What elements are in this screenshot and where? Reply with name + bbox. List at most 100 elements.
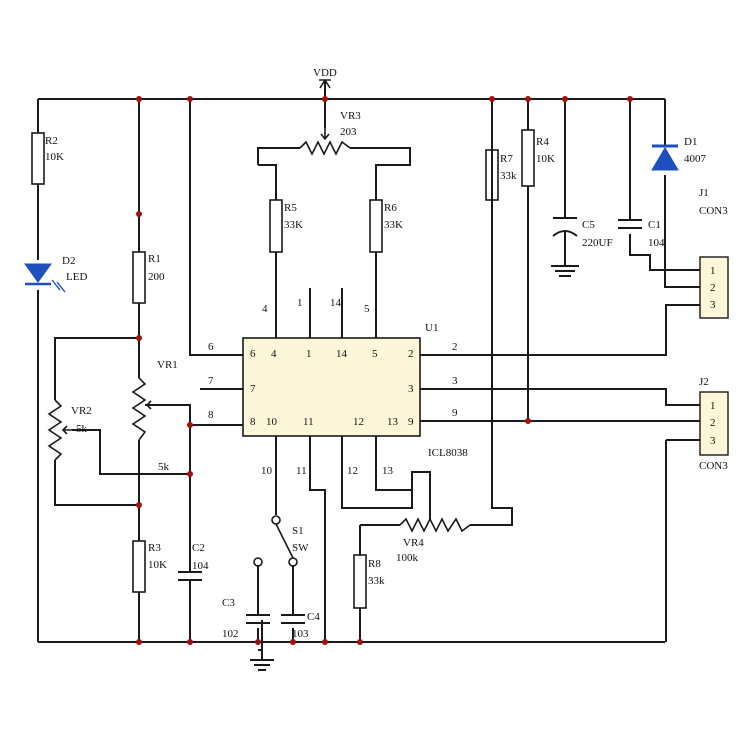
junction-dot xyxy=(255,639,261,645)
vdd-symbol: VDD xyxy=(313,67,337,89)
connector-j2: J2 CON3 1 2 3 xyxy=(699,376,729,472)
junction-dot xyxy=(357,639,363,645)
j2-type: CON3 xyxy=(699,460,728,472)
c4-value: 103 xyxy=(292,628,309,640)
junction-dot xyxy=(322,639,328,645)
j1-pin: 2 xyxy=(710,282,716,294)
junction-dot xyxy=(136,335,142,341)
c3-value: 102 xyxy=(222,628,239,640)
ic-inner-pin: 13 xyxy=(387,416,399,428)
ic-outer-pin: 1 xyxy=(297,297,303,309)
ic-ref: U1 xyxy=(425,322,438,334)
ic-inner-pin: 12 xyxy=(353,416,364,428)
vr4-ref: VR4 xyxy=(403,537,424,549)
junction-dot xyxy=(525,418,531,424)
junction-dot xyxy=(136,639,142,645)
j1-pin: 3 xyxy=(710,299,716,311)
s1-ref: S1 xyxy=(292,525,304,537)
r1-value: 200 xyxy=(148,271,165,283)
s1-value: SW xyxy=(292,542,309,554)
j1-type: CON3 xyxy=(699,205,728,217)
ic-outer-pin: 11 xyxy=(296,465,307,477)
vdd-label: VDD xyxy=(313,67,337,79)
capacitor-c3: C3 102 xyxy=(222,597,270,640)
ic-inner-pin: 3 xyxy=(408,383,414,395)
ic-inner-pin: 4 xyxy=(271,348,277,360)
junction-dot xyxy=(187,471,193,477)
resistor-r2: R2 10K xyxy=(31,132,64,185)
junction-dot xyxy=(187,96,193,102)
r5-ref: R5 xyxy=(284,202,297,214)
vr4-value: 100k xyxy=(396,552,419,564)
j2-pin: 2 xyxy=(710,417,716,429)
ic-outer-pin: 13 xyxy=(382,465,394,477)
ic-outer-pin: 14 xyxy=(330,297,342,309)
r4-ref: R4 xyxy=(536,136,549,148)
j2-pin: 1 xyxy=(710,400,716,412)
junction-dot xyxy=(136,211,142,217)
ic-outer-pin: 6 xyxy=(208,341,214,353)
c5-value: 220UF xyxy=(582,237,613,249)
junction-dot xyxy=(322,96,328,102)
vr2-ref: VR2 xyxy=(71,405,92,417)
ic-part: ICL8038 xyxy=(428,447,468,459)
resistor-r6: R6 33K xyxy=(369,199,403,253)
ic-inner-pin: 11 xyxy=(303,416,314,428)
diode-d1: D1 4007 xyxy=(651,136,707,171)
resistor-r4: R4 10K xyxy=(521,129,555,187)
junction-dots xyxy=(136,96,633,645)
ic-inner-pin: 14 xyxy=(336,348,348,360)
r7-value: 33k xyxy=(500,170,517,182)
junction-dot xyxy=(187,639,193,645)
junction-dot xyxy=(525,96,531,102)
ic-outer-pin: 2 xyxy=(452,341,458,353)
vr1-value: 5k xyxy=(158,461,170,473)
j1-pin: 1 xyxy=(710,265,716,277)
potentiometer-vr3: VR3 203 xyxy=(299,110,361,156)
r2-ref: R2 xyxy=(45,135,58,147)
d1-value: 4007 xyxy=(684,153,707,165)
resistor-r8: R8 33k xyxy=(353,554,385,609)
r3-value: 10K xyxy=(148,559,167,571)
r7-ref: R7 xyxy=(500,153,513,165)
ic-inner-pin: 6 xyxy=(250,348,256,360)
switch-s1: S1 SW xyxy=(253,515,309,567)
ic-outer-pin: 7 xyxy=(208,375,214,387)
vr3-value: 203 xyxy=(340,126,357,138)
r4-value: 10K xyxy=(536,153,555,165)
capacitor-c4: C4 103 xyxy=(281,611,320,640)
vr1-ref: VR1 xyxy=(157,359,178,371)
capacitor-c2: C2 104 xyxy=(178,542,209,590)
capacitor-c5: C5 220UF xyxy=(552,217,613,249)
ic-outer-pin: 8 xyxy=(208,409,214,421)
j2-pin: 3 xyxy=(710,435,716,447)
c4-ref: C4 xyxy=(307,611,320,623)
ic-outer-pin: 9 xyxy=(452,407,458,419)
ic-inner-pin: 2 xyxy=(408,348,414,360)
ic-inner-pin: 9 xyxy=(408,416,414,428)
potentiometer-vr4: VR4 100k xyxy=(396,514,471,564)
junction-dot xyxy=(489,96,495,102)
j2-ref: J2 xyxy=(699,376,709,388)
resistor-r7: R7 33k xyxy=(485,149,517,201)
r8-value: 33k xyxy=(368,575,385,587)
r5-value: 33K xyxy=(284,219,303,231)
ic-u1: U1 ICL8038 6 4 1 14 5 2 7 3 8 10 11 12 1… xyxy=(208,297,468,477)
c2-value: 104 xyxy=(192,560,209,572)
j1-ref: J1 xyxy=(699,187,709,199)
d2-ref: D2 xyxy=(62,255,75,267)
d1-ref: D1 xyxy=(684,136,697,148)
connector-j1: J1 CON3 1 2 3 xyxy=(699,187,729,319)
ic-outer-pin: 3 xyxy=(452,375,458,387)
junction-dot xyxy=(290,639,296,645)
c1-value: 104 xyxy=(648,237,665,249)
r6-value: 33K xyxy=(384,219,403,231)
capacitor-c1: C1 104 xyxy=(618,219,665,249)
ground-symbol xyxy=(250,650,274,671)
wires xyxy=(37,80,700,651)
potentiometer-vr2: VR2 5k xyxy=(47,399,92,461)
c5-ref: C5 xyxy=(582,219,595,231)
vr3-ref: VR3 xyxy=(340,110,361,122)
ic-outer-pin: 5 xyxy=(364,303,370,315)
